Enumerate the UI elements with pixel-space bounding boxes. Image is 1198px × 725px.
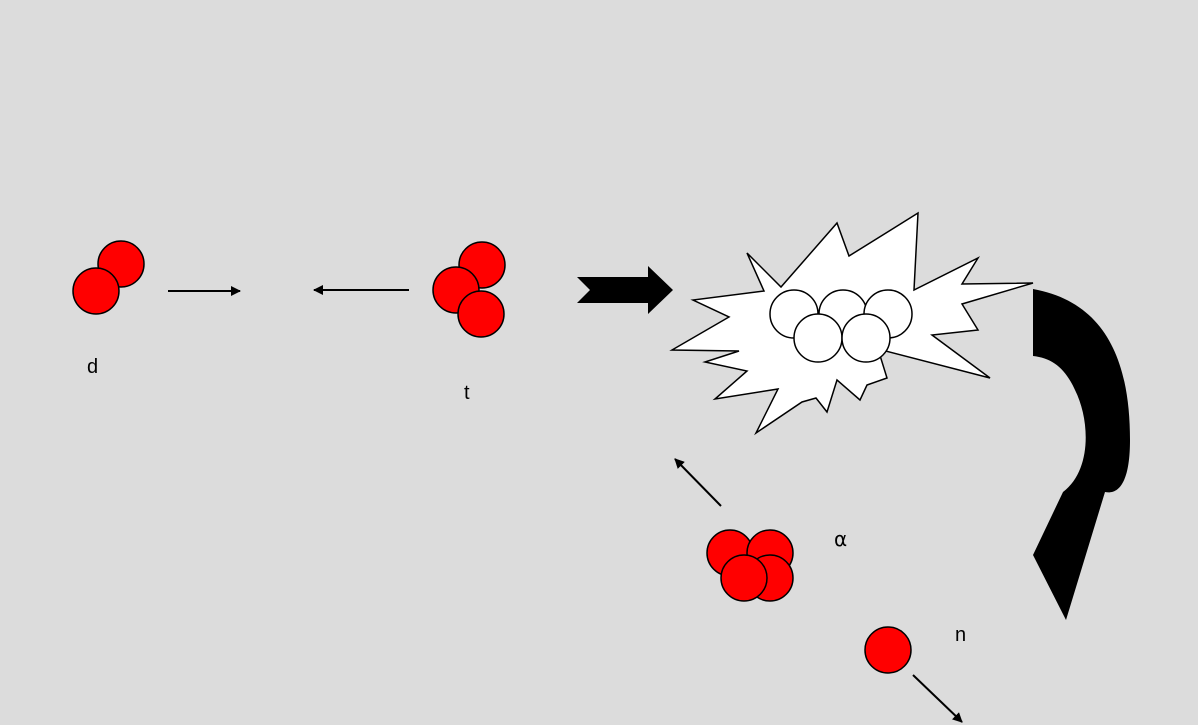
deuteron-label: d — [87, 356, 99, 378]
compound-nucleons — [769, 289, 913, 363]
deuteron-nucleon-2 — [72, 267, 120, 315]
alpha-motion-arrow — [674, 458, 722, 507]
deuteron-nucleus — [72, 240, 145, 315]
decay-curved-arrow — [1033, 289, 1130, 620]
neutron-label: n — [955, 624, 967, 646]
fusion-block-arrow — [577, 266, 673, 314]
alpha-nucleon-4 — [720, 554, 768, 602]
triton-nucleus — [432, 241, 506, 338]
alpha-label: α — [834, 527, 848, 551]
triton-nucleon-3 — [457, 290, 505, 338]
neutron — [864, 626, 912, 674]
compound-nucleon-4 — [793, 313, 843, 363]
compound-nucleon-5 — [841, 313, 891, 363]
neutron-motion-arrow — [912, 674, 963, 723]
alpha-nucleus — [706, 529, 794, 602]
triton-label: t — [464, 382, 470, 404]
